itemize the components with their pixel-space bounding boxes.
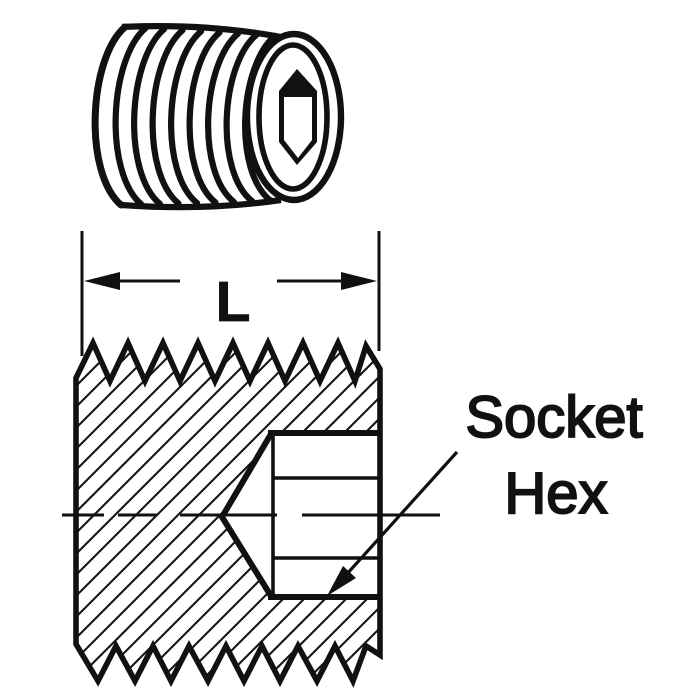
socket-hex-label-line1: Socket [465,385,642,450]
dimension-label: L [216,270,251,334]
leader-arrowhead [327,566,356,596]
section-view [62,336,440,688]
dimension-arrowhead-right [341,272,377,290]
setscrew-3d-view [91,23,345,211]
section-body-outline [73,336,383,688]
socket-hex-callout: Socket Hex [327,384,644,596]
leader-line [344,450,459,577]
dimension-L: L [80,231,381,356]
cylinder-bottom-edge [121,196,282,211]
socket-hex-label-line2: Hex [504,461,607,526]
socket-cavity [222,433,380,597]
socket-cone-edges [218,432,274,598]
dimension-arrowhead-left [84,272,120,290]
cylinder-top-edge [121,23,282,41]
hex-socket-bore [284,97,312,158]
